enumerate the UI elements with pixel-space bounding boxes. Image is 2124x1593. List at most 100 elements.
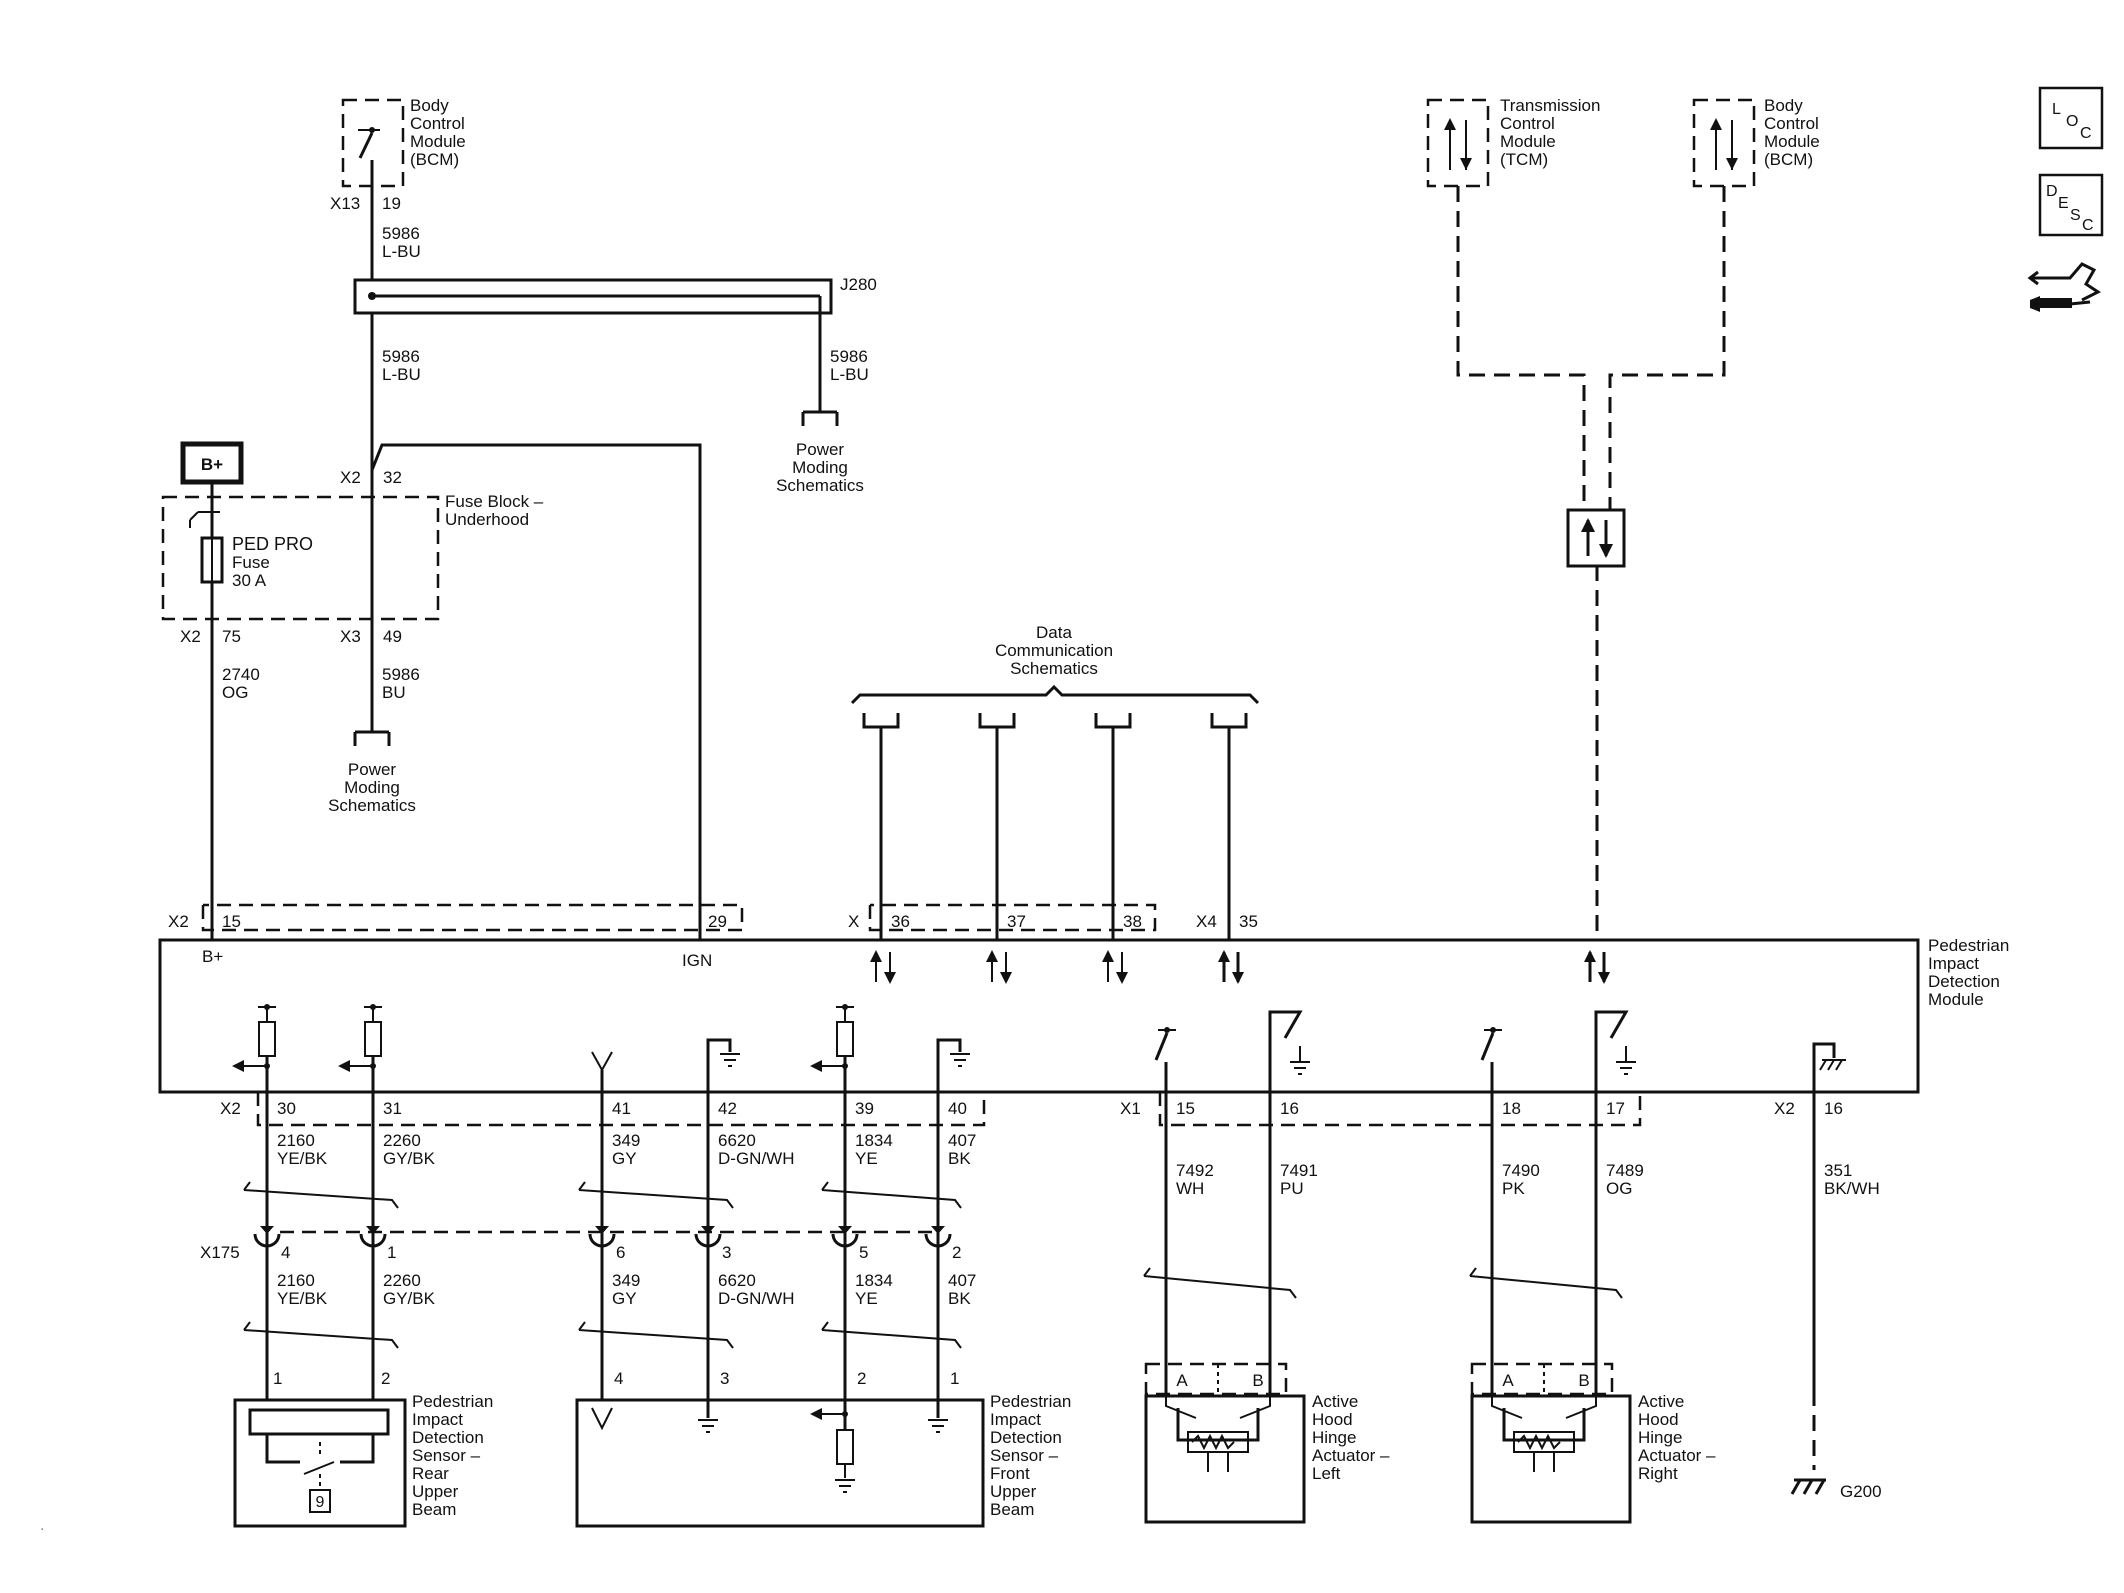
- tcm-l2: Control: [1500, 114, 1555, 133]
- mod-top-x4: X4: [1196, 912, 1217, 931]
- fuse-l2: Fuse: [232, 553, 270, 572]
- x175-label: X175: [200, 1243, 240, 1262]
- wl2-circuit: 349: [612, 1271, 640, 1290]
- module-l2: Impact: [1928, 954, 1979, 973]
- act-left-l2: Hood: [1312, 1410, 1353, 1429]
- pedestrian-impact-detection-module[interactable]: Pedestrian Impact Detection Module B+ IG…: [158, 936, 2009, 1094]
- ground-wire-color: BK/WH: [1824, 1179, 1880, 1198]
- module-l4: Module: [1928, 990, 1984, 1009]
- act-right-l1: Active: [1638, 1392, 1684, 1411]
- serial-data-dashed-wires: [1456, 186, 1726, 940]
- mod-bot-p16: 16: [1280, 1099, 1299, 1118]
- wl1-color: GY/BK: [383, 1289, 436, 1308]
- wu3-circuit: 6620: [718, 1131, 756, 1150]
- wu1-circuit: 2260: [383, 1131, 421, 1150]
- svg-text:L: L: [2052, 101, 2061, 118]
- act-right-l3: Hinge: [1638, 1428, 1682, 1447]
- bcm-right-l2: Control: [1764, 114, 1819, 133]
- aw0-color: WH: [1176, 1179, 1204, 1198]
- front-l7: Beam: [990, 1500, 1034, 1519]
- wire-labels-upper: 2160 YE/BK 2260 GY/BK 349 GY 6620 D-GN/W…: [277, 1131, 976, 1168]
- fuse-block-l2: Underhood: [445, 510, 529, 529]
- wl0-circuit: 2160: [277, 1271, 315, 1290]
- mod-bot-p17: 17: [1606, 1099, 1625, 1118]
- svg-text:E: E: [2058, 195, 2069, 212]
- wire-5986bu-circuit: 5986: [382, 665, 420, 684]
- wire-5986-c-circuit: 5986: [830, 347, 868, 366]
- act-left-l4: Actuator –: [1312, 1446, 1390, 1465]
- tcm-module[interactable]: Transmission Control Module (TCM): [1426, 96, 1600, 188]
- mod-top-p38: 38: [1123, 912, 1142, 931]
- power-moding-top-connector[interactable]: Power Moding Schematics: [776, 410, 864, 495]
- tcm-l3: Module: [1500, 132, 1556, 151]
- rear-l3: Detection: [412, 1428, 484, 1447]
- front-pin3: 3: [720, 1369, 729, 1388]
- mod-top-x2: X2: [168, 912, 189, 931]
- hood-actuator-left[interactable]: A B Active Hood Hinge Actuator – Left: [1144, 1362, 1390, 1524]
- module-ign: IGN: [682, 951, 712, 970]
- fuse-block-l1: Fuse Block –: [445, 492, 544, 511]
- aw3-circuit: 7489: [1606, 1161, 1644, 1180]
- rear-l6: Upper: [412, 1482, 459, 1501]
- fuse-x3-conn: X3: [340, 627, 361, 646]
- rear-pin2: 2: [381, 1369, 390, 1388]
- rear-upper-beam-sensor[interactable]: 1 2 9 Pedestrian Impact Detection Sensor…: [233, 1369, 493, 1528]
- rear-pin1: 1: [273, 1369, 282, 1388]
- wire-labels-lower: 2160 YE/BK 2260 GY/BK 349 GY 6620 D-GN/W…: [277, 1271, 976, 1308]
- mod-bot-p31: 31: [383, 1099, 402, 1118]
- splice-label: J280: [840, 275, 877, 294]
- mod-bot-x2b: X2: [1774, 1099, 1795, 1118]
- mod-bot-p39: 39: [855, 1099, 874, 1118]
- tcm-l1: Transmission: [1500, 96, 1600, 115]
- fuse-out-pin: 75: [222, 627, 241, 646]
- front-pin2: 2: [857, 1369, 866, 1388]
- mod-bot-p41: 41: [612, 1099, 631, 1118]
- wl3-color: D-GN/WH: [718, 1289, 794, 1308]
- rear-l5: Rear: [412, 1464, 449, 1483]
- bcm-top[interactable]: Body Control Module (BCM) X13 19: [330, 96, 466, 213]
- mod-top-p37: 37: [1007, 912, 1026, 931]
- splice-j280[interactable]: J280: [353, 275, 877, 315]
- svg-text:.: .: [40, 1517, 44, 1534]
- power-moding-left-connector[interactable]: Power Moding Schematics: [328, 730, 416, 815]
- fuse-x2-pin: 32: [383, 468, 402, 487]
- fuse-out-conn: X2: [180, 627, 201, 646]
- pm-left-l2: Moding: [344, 778, 400, 797]
- wire-5986-a-circuit: 5986: [382, 224, 420, 243]
- bcm-right-module[interactable]: Body Control Module (BCM): [1692, 96, 1820, 188]
- hood-actuator-right[interactable]: A B Active Hood Hinge Actuator – Right: [1470, 1362, 1716, 1524]
- wl5-color: BK: [948, 1289, 971, 1308]
- front-l3: Detection: [990, 1428, 1062, 1447]
- data-comm-l2: Communication: [995, 641, 1113, 660]
- svg-text:O: O: [2066, 113, 2078, 130]
- serial-data-splice[interactable]: [1566, 508, 1626, 568]
- data-communication-bus[interactable]: Data Communication Schematics: [850, 623, 1260, 705]
- svg-text:S: S: [2070, 207, 2081, 224]
- fuse-rating: 30 A: [232, 571, 267, 590]
- fuse-x2-conn: X2: [340, 468, 361, 487]
- front-upper-beam-sensor[interactable]: 4 3 2 1 Pedestrian Impact Detection Sens…: [575, 1369, 1071, 1528]
- fuse-name: PED PRO: [232, 534, 313, 554]
- wu4-color: YE: [855, 1149, 878, 1168]
- wu0-circuit: 2160: [277, 1131, 315, 1150]
- data-comm-l3: Schematics: [1010, 659, 1098, 678]
- location-icon[interactable]: L O C: [2038, 86, 2104, 150]
- act-right-l4: Actuator –: [1638, 1446, 1716, 1465]
- mod-bot-x1: X1: [1120, 1099, 1141, 1118]
- x175-pin-0: 4: [281, 1243, 290, 1262]
- rear-l1: Pedestrian: [412, 1392, 493, 1411]
- act-left-l5: Left: [1312, 1464, 1341, 1483]
- bcm-top-conn: X13: [330, 194, 360, 213]
- connector-tool-icon[interactable]: [2027, 262, 2101, 312]
- module-top-connectors: X2 15 29 X 36 37 38 X4 35: [168, 903, 1258, 940]
- inline-connector-x175[interactable]: X175 4 1 6 3 5 2: [200, 1226, 961, 1262]
- wu0-color: YE/BK: [277, 1149, 328, 1168]
- fuse-block-underhood[interactable]: X2 32 Fuse Block – Underhood PED PRO Fus…: [161, 468, 544, 646]
- pm-left-l1: Power: [348, 760, 397, 779]
- act-right-a: A: [1502, 1371, 1514, 1390]
- ground-g200[interactable]: 351 BK/WH G200: [1790, 1092, 1882, 1501]
- description-icon[interactable]: D E S C: [2038, 173, 2104, 237]
- act-left-l1: Active: [1312, 1392, 1358, 1411]
- front-l1: Pedestrian: [990, 1392, 1071, 1411]
